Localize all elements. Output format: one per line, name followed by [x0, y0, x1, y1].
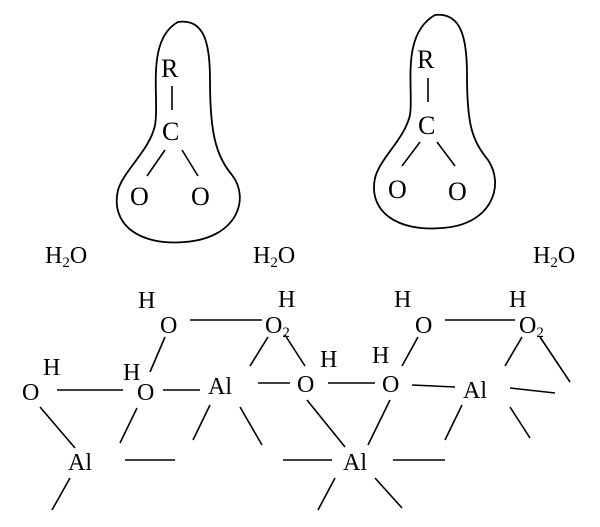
- bond: [149, 336, 166, 373]
- oxygen-label: O: [388, 175, 407, 204]
- bond: [401, 336, 419, 367]
- carboxylate-group-2: R C O O: [373, 14, 496, 230]
- r-label: R: [417, 45, 435, 74]
- surface-atoms: H O H O2 H O H O2 H O H O Al H O H O Al …: [22, 287, 544, 476]
- oxygen-label: O: [160, 313, 177, 339]
- bond: [367, 399, 391, 446]
- bond: [539, 336, 571, 383]
- oxygen-2-label: O2: [265, 313, 290, 341]
- bond: [39, 406, 76, 449]
- svg-text:H2O: H2O: [533, 243, 575, 271]
- carboxylate-boundary: [373, 14, 496, 230]
- c-label: C: [162, 117, 179, 146]
- water-molecule-1: H2O: [45, 243, 87, 271]
- aluminum-label: Al: [343, 450, 367, 476]
- oxygen-label: O: [191, 182, 210, 211]
- oxygen-label: O: [415, 313, 432, 339]
- hydrogen-label: H: [394, 287, 411, 313]
- hydrogen-label: H: [372, 343, 389, 369]
- hydrogen-label: H: [278, 287, 295, 313]
- bond: [192, 404, 211, 441]
- oxygen-label: O: [297, 372, 314, 398]
- aluminum-label: Al: [68, 450, 92, 476]
- oxygen-label: O: [22, 380, 39, 406]
- hydrogen-label: H: [43, 355, 60, 381]
- svg-text:H2O: H2O: [45, 243, 87, 271]
- c-o-bond-left: [146, 149, 166, 177]
- c-o-bond-right: [436, 141, 456, 167]
- c-label: C: [418, 111, 435, 140]
- water-molecule-3: H2O: [533, 243, 575, 271]
- c-o-bond-left: [401, 141, 421, 167]
- aluminum-label: Al: [208, 374, 232, 400]
- bond: [374, 477, 403, 509]
- oxygen-2-label: O2: [519, 313, 544, 341]
- oxygen-label: O: [137, 380, 154, 406]
- bond: [444, 404, 463, 441]
- bond: [239, 406, 263, 446]
- hydrogen-label: H: [509, 287, 526, 313]
- svg-text:H2O: H2O: [253, 243, 295, 271]
- bond: [119, 407, 138, 444]
- hydrogen-label: H: [320, 347, 337, 373]
- oxygen-label: O: [382, 372, 399, 398]
- bond: [284, 334, 306, 367]
- r-label: R: [161, 54, 179, 83]
- bond: [317, 477, 336, 511]
- oxygen-label: O: [130, 182, 149, 211]
- water-molecule-2: H2O: [253, 243, 295, 271]
- aluminum-label: Al: [463, 378, 487, 404]
- bond: [509, 387, 556, 394]
- c-o-bond-right: [181, 149, 199, 177]
- hydrogen-label: H: [138, 288, 155, 314]
- bond: [306, 399, 346, 448]
- bond: [504, 336, 523, 367]
- carboxylate-boundary: [115, 20, 241, 244]
- bond: [411, 384, 456, 388]
- bond: [509, 406, 531, 439]
- carboxylate-group-1: R C O O: [115, 20, 241, 244]
- surface-bonds: [39, 319, 571, 511]
- hydrogen-label: H: [123, 360, 140, 386]
- oxygen-label: O: [448, 177, 467, 206]
- bond: [51, 477, 71, 511]
- bond: [249, 336, 269, 367]
